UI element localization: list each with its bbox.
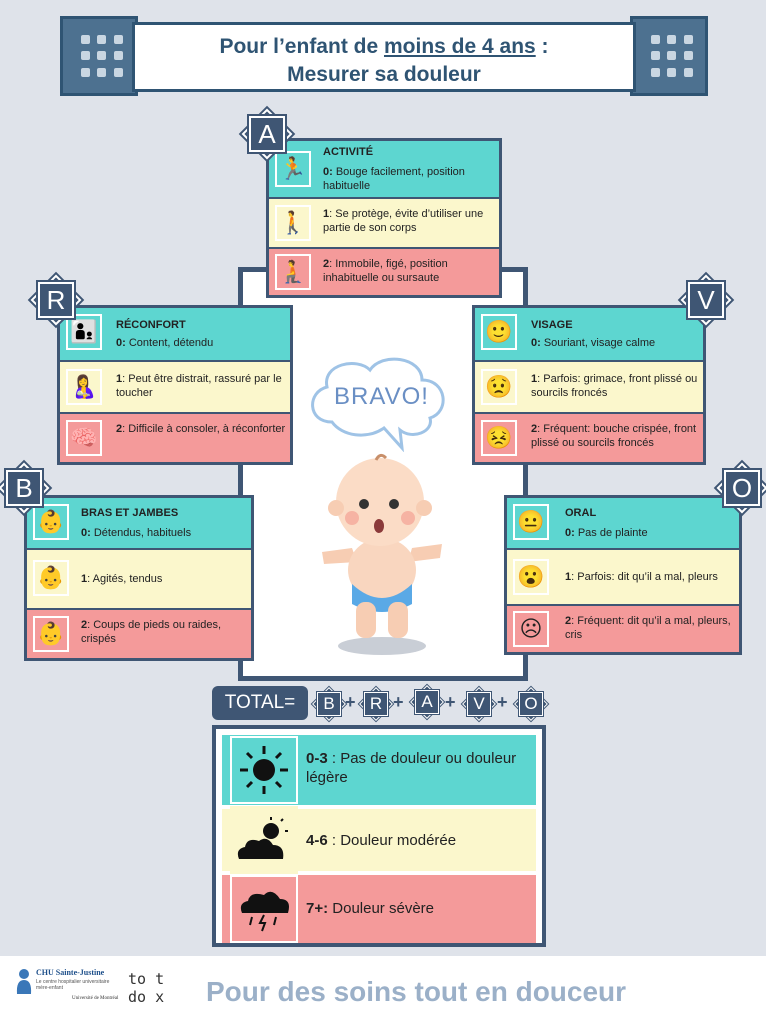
plus-sign: +: [497, 692, 508, 712]
total-letter-a: A: [413, 688, 441, 716]
oral-title: ORAL: [565, 507, 597, 519]
parent-holding-child-icon: 🤱: [66, 369, 102, 405]
running-person-icon: 🏃: [275, 151, 311, 187]
total-letter-r: R: [362, 690, 390, 718]
grimacing-face-icon: 😟: [481, 369, 517, 405]
badge-b: B: [2, 466, 46, 510]
plus-sign: +: [445, 692, 456, 712]
tout-doux-logo: to t do x: [128, 970, 165, 1006]
reconfort-title: RÉCONFORT: [116, 319, 186, 331]
crying-mouth-face-icon: 😮: [513, 559, 549, 595]
reconfort-card: 👨‍👦 RÉCONFORT 0: Content, détendu 🤱 1: P…: [57, 305, 293, 465]
brain-icon: 🧠: [66, 420, 102, 456]
chu-logo: CHU Sainte-Justine Le centre hospitalier…: [14, 966, 124, 1012]
total-label: TOTAL=: [212, 686, 308, 720]
badge-r: R: [34, 278, 78, 322]
bras-title: BRAS ET JAMBES: [81, 507, 179, 519]
badge-a: A: [245, 112, 289, 156]
total-letter-v: V: [465, 690, 493, 718]
header-deco-left: [60, 16, 138, 96]
oral-card: 😐 ORAL 0: Pas de plainte 😮 1: Parfois: d…: [504, 495, 742, 655]
bravo-text: BRAVO!: [334, 383, 429, 410]
total-letter-o: O: [517, 690, 545, 718]
crawling-baby-icon: 👶: [33, 504, 69, 540]
baby-icon: 👶: [33, 560, 69, 596]
crying-face-icon: 😣: [481, 420, 517, 456]
total-letter-b: B: [315, 690, 343, 718]
activite-title: ACTIVITÉ: [323, 146, 374, 158]
baby-kicking-icon: 👶: [33, 616, 69, 652]
parent-child-icon: 👨‍👦: [66, 314, 102, 350]
walking-person-icon: 🚶: [275, 205, 311, 241]
smiling-face-icon: 🙂: [481, 314, 517, 350]
storm-cloud-icon: [230, 875, 298, 943]
badge-v: V: [684, 278, 728, 322]
scale-range: 7+:: [306, 900, 329, 917]
scale-range: 0-3: [306, 750, 328, 767]
calm-mouth-face-icon: 😐: [513, 504, 549, 540]
sun-icon: [230, 736, 298, 804]
badge-o: O: [720, 466, 764, 510]
header-deco-right: [630, 16, 708, 96]
visage-title: VISAGE: [531, 319, 573, 331]
plus-sign: +: [345, 692, 356, 712]
activite-card: 🏃 ACTIVITÉ 0: Bouge facilement, position…: [266, 138, 502, 298]
pain-scale: 0-3 : Pas de douleur ou douleur légère 4…: [212, 725, 546, 947]
speech-bubble: [311, 357, 445, 452]
baby-illustration: [322, 453, 442, 655]
partly-cloudy-icon: [230, 806, 298, 874]
page-title: Pour l’enfant de moins de 4 ans : Mesure…: [132, 22, 636, 92]
sad-face-icon: ☹: [513, 611, 549, 647]
plus-sign: +: [393, 692, 404, 712]
visage-card: 🙂 VISAGE 0: Souriant, visage calme 😟 1: …: [472, 305, 706, 465]
crawling-person-icon: 🧎: [275, 254, 311, 290]
footer-bar: [0, 956, 766, 1024]
footer-slogan: Pour des soins tout en douceur: [206, 976, 627, 1007]
scale-range: 4-6: [306, 832, 328, 849]
bras-card: 👶 BRAS ET JAMBES 0: Détendus, habituels …: [24, 495, 254, 661]
